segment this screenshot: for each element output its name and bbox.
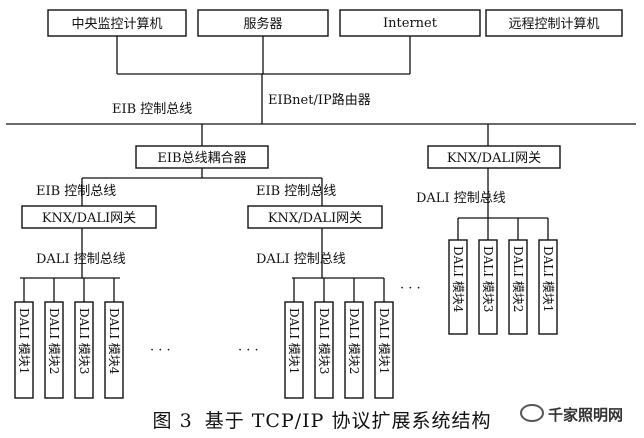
left-module-group: DALI 模块1 DALI 模块2 DALI 模块3 DALI 模块4 (14, 278, 124, 399)
dali-module-label: DALI 模块1 (287, 308, 301, 374)
central-monitor-box (47, 9, 187, 37)
mid-module-group: DALI 模块1 DALI 模块3 DALI 模块2 DALI 模块1 (284, 278, 394, 399)
coupler-label: EIB总线耦合器 (157, 151, 246, 166)
dali-module-box (104, 301, 124, 399)
mid-gateway-label: KNX/DALI网关 (268, 211, 362, 226)
dali-module-box (74, 301, 94, 399)
eib-bus-mid-label: EIB 控制总线 (256, 184, 336, 199)
left-gateway-label: KNX/DALI网关 (42, 211, 136, 226)
dali-module-label: DALI 模块2 (511, 246, 525, 312)
central-monitor-label: 中央监控计算机 (71, 17, 162, 32)
dali-module-box (344, 301, 364, 399)
ellipsis-left: · · · (150, 343, 171, 358)
watermark-text: 千家照明网 (548, 406, 624, 424)
system-architecture-diagram: 中央监控计算机 服务器 Internet 远程控制计算机 EIBnet/IP路由… (6, 9, 636, 399)
right-gateway-box (427, 145, 561, 169)
right-module-group: DALI 模块4 DALI 模块3 DALI 模块2 DALI 模块1 (448, 218, 558, 335)
dali-module-box (14, 301, 34, 399)
ellipsis-right: · · · (400, 281, 421, 296)
right-gateway-label: KNX/DALI网关 (447, 151, 541, 166)
dali-module-label: DALI 模块2 (347, 308, 361, 374)
dali-module-box (448, 239, 468, 335)
dali-module-label: DALI 模块3 (77, 308, 91, 374)
dali-module-label: DALI 模块4 (107, 308, 121, 375)
ellipsis-mid: · · · (238, 343, 259, 358)
dali-module-label: DALI 模块2 (47, 308, 61, 374)
eib-bus-left-label: EIB 控制总线 (36, 184, 116, 199)
dali-module-label: DALI 模块3 (481, 246, 495, 312)
dali-module-box (374, 301, 394, 399)
dali-module-label: DALI 模块1 (377, 308, 391, 374)
server-label: 服务器 (243, 16, 282, 32)
dali-module-label: DALI 模块1 (541, 246, 555, 312)
remote-control-label: 远程控制计算机 (508, 17, 599, 32)
figure-number: 图 3 (152, 410, 193, 432)
dali-module-label: DALI 模块4 (451, 246, 465, 313)
dali-bus-left-label: DALI 控制总线 (36, 252, 126, 267)
mid-gateway-box (247, 205, 383, 229)
server-box (197, 9, 329, 37)
dali-module-box (508, 239, 528, 335)
dali-module-box (284, 301, 304, 399)
dali-module-box (538, 239, 558, 335)
dali-module-label: DALI 模块3 (317, 308, 331, 374)
dali-module-box (314, 301, 334, 399)
dali-module-box (44, 301, 64, 399)
remote-control-box (485, 9, 623, 37)
watermark: 千家照明网 (520, 404, 623, 425)
dali-module-box (478, 239, 498, 335)
dali-bus-mid-label: DALI 控制总线 (256, 252, 346, 267)
wechat-icon (520, 404, 544, 422)
dali-module-label: DALI 模块1 (17, 308, 31, 374)
left-gateway-box (21, 205, 157, 229)
figure-title: 基于 TCP/IP 协议扩展系统结构 (204, 410, 492, 432)
figure-caption: 图 3 基于 TCP/IP 协议扩展系统结构 (0, 406, 644, 433)
eib-bus-top-label: EIB 控制总线 (112, 102, 192, 117)
internet-label: Internet (383, 16, 438, 31)
dali-bus-right-label: DALI 控制总线 (416, 191, 506, 206)
router-label: EIBnet/IP路由器 (268, 92, 371, 108)
